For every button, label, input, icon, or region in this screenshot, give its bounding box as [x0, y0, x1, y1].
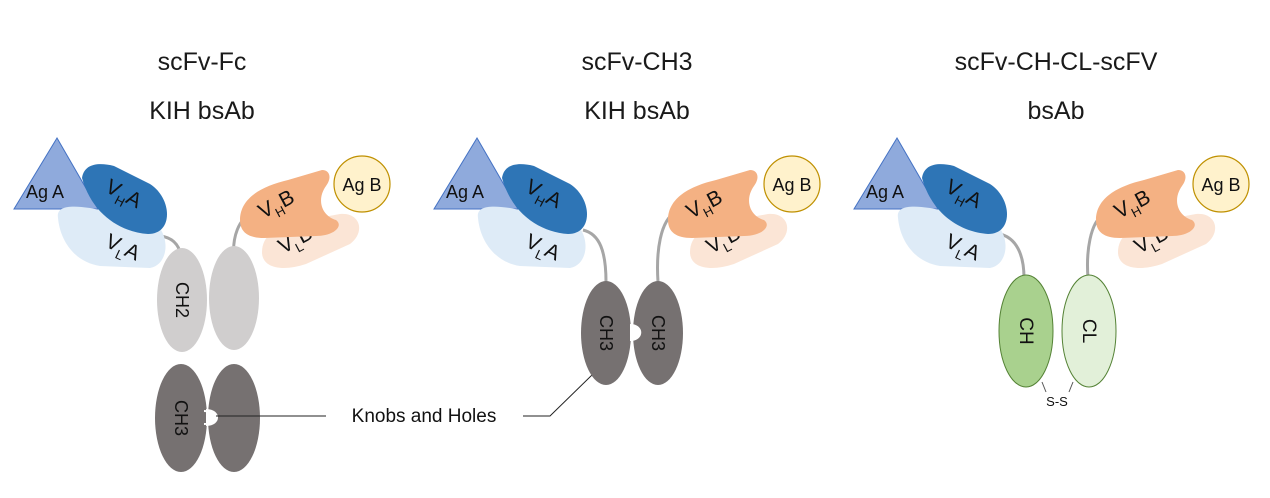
- panel3-linker-left: [999, 232, 1026, 279]
- panel2-ch3-left: [581, 281, 631, 385]
- panel2-vh-b: [668, 170, 767, 238]
- panel2-ch3-right-label: CH3: [648, 315, 668, 351]
- panel1-title-line2: KIH bsAb: [149, 97, 255, 125]
- panel2-title-line1: scFv-CH3: [581, 48, 693, 76]
- panel3-cl-domain: [1061, 274, 1117, 388]
- panel1-ch3-right: [208, 364, 260, 472]
- panel1-scfv-fc: Ag A VLA VHA Ag B VLB VHB CH2 CH3: [13, 137, 391, 472]
- panel3-cl-label: CL: [1078, 319, 1099, 343]
- panel1-antigen-a-label: Ag A: [26, 182, 64, 202]
- panel1-ch2-label: CH2: [172, 282, 192, 318]
- panel3-antigen-b: [1192, 155, 1250, 213]
- panel1-vh-b: [240, 170, 339, 238]
- panel3-scfv-ch-cl: Ag A VLA VHA Ag B VLB VHB CH CL S-S: [853, 137, 1250, 409]
- panel2-vh-a: [502, 164, 587, 234]
- panel2-scfv-ch3: Ag A VLA VHA Ag B VLB VHB CH3 CH3: [433, 137, 821, 385]
- panel2-antigen-b-label: Ag B: [772, 175, 811, 195]
- panel3-disulfide-bond-right: [1068, 381, 1074, 393]
- panel3-vh-b: [1096, 170, 1195, 238]
- panel3-antigen-b-label: Ag B: [1201, 175, 1240, 195]
- panel3-vh-a: [922, 164, 1007, 234]
- panel1-antigen-a: [13, 137, 99, 210]
- panel1-ch2-right: [209, 246, 259, 350]
- panel2-antigen-b: [763, 155, 821, 213]
- panel1-ch3-left: [155, 364, 207, 472]
- panel3-antigen-a: [853, 137, 939, 210]
- panel1-antigen-b-label: Ag B: [342, 175, 381, 195]
- panel2-ch3-left-label: CH3: [596, 315, 616, 351]
- panel3-disulfide-bond-left: [1041, 381, 1047, 393]
- panel3-title-line2: bsAb: [1027, 97, 1085, 125]
- panel1-ch3-label: CH3: [171, 400, 191, 436]
- panel2-title-line2: KIH bsAb: [584, 97, 690, 125]
- panel2-knob-hole: [630, 324, 642, 341]
- panel3-disulfide-label: S-S: [1046, 394, 1068, 409]
- panel3-title-line1: scFv-CH-CL-scFV: [954, 48, 1158, 76]
- panel1-antigen-b: [333, 155, 391, 213]
- panel2-antigen-a-label: Ag A: [446, 182, 484, 202]
- panel2-ch3-right: [633, 281, 683, 385]
- panel1-title-line1: scFv-Fc: [157, 48, 247, 76]
- panel3-ch-label: CH: [1015, 317, 1036, 344]
- panel1-vh-a: [82, 164, 167, 234]
- panel3-ch-domain: [998, 274, 1054, 388]
- knobs-holes-label: Knobs and Holes: [352, 406, 497, 427]
- panel1-knob: [203, 410, 214, 425]
- panel2-linker-left: [582, 228, 608, 283]
- panel3-vl-a-label: VLA: [940, 230, 983, 269]
- panel3-antigen-a-label: Ag A: [866, 182, 904, 202]
- panel2-antigen-a: [433, 137, 519, 210]
- panel1-ch2-left: [157, 248, 207, 352]
